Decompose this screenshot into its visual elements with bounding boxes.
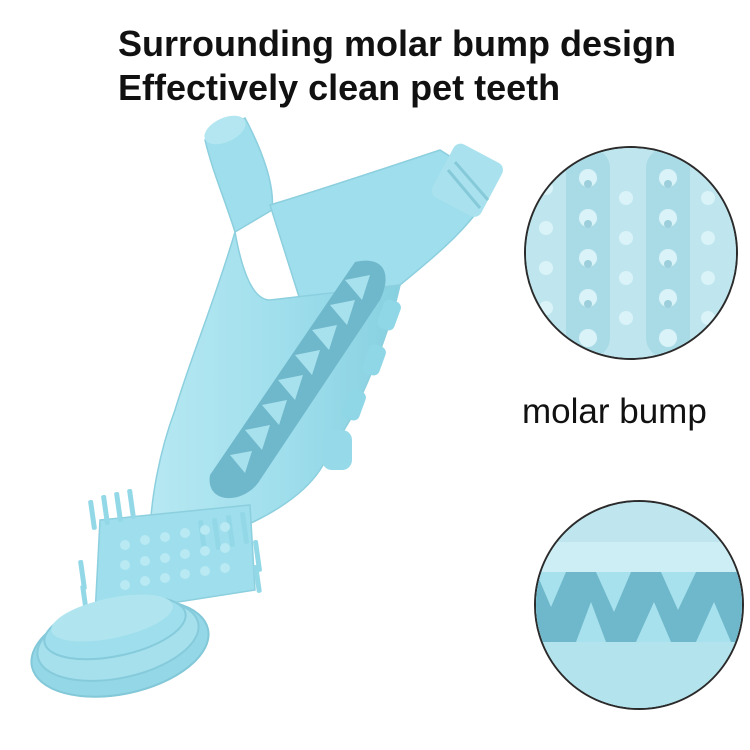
- headline-line-1: Surrounding molar bump design: [118, 23, 676, 64]
- cutout-closeup: [534, 500, 744, 710]
- molar-bump-closeup: [524, 146, 738, 360]
- headline: Surrounding molar bump design Effectivel…: [118, 22, 676, 110]
- headline-line-2: Effectively clean pet teeth: [118, 67, 561, 108]
- molar-bump-caption: molar bump: [522, 392, 707, 431]
